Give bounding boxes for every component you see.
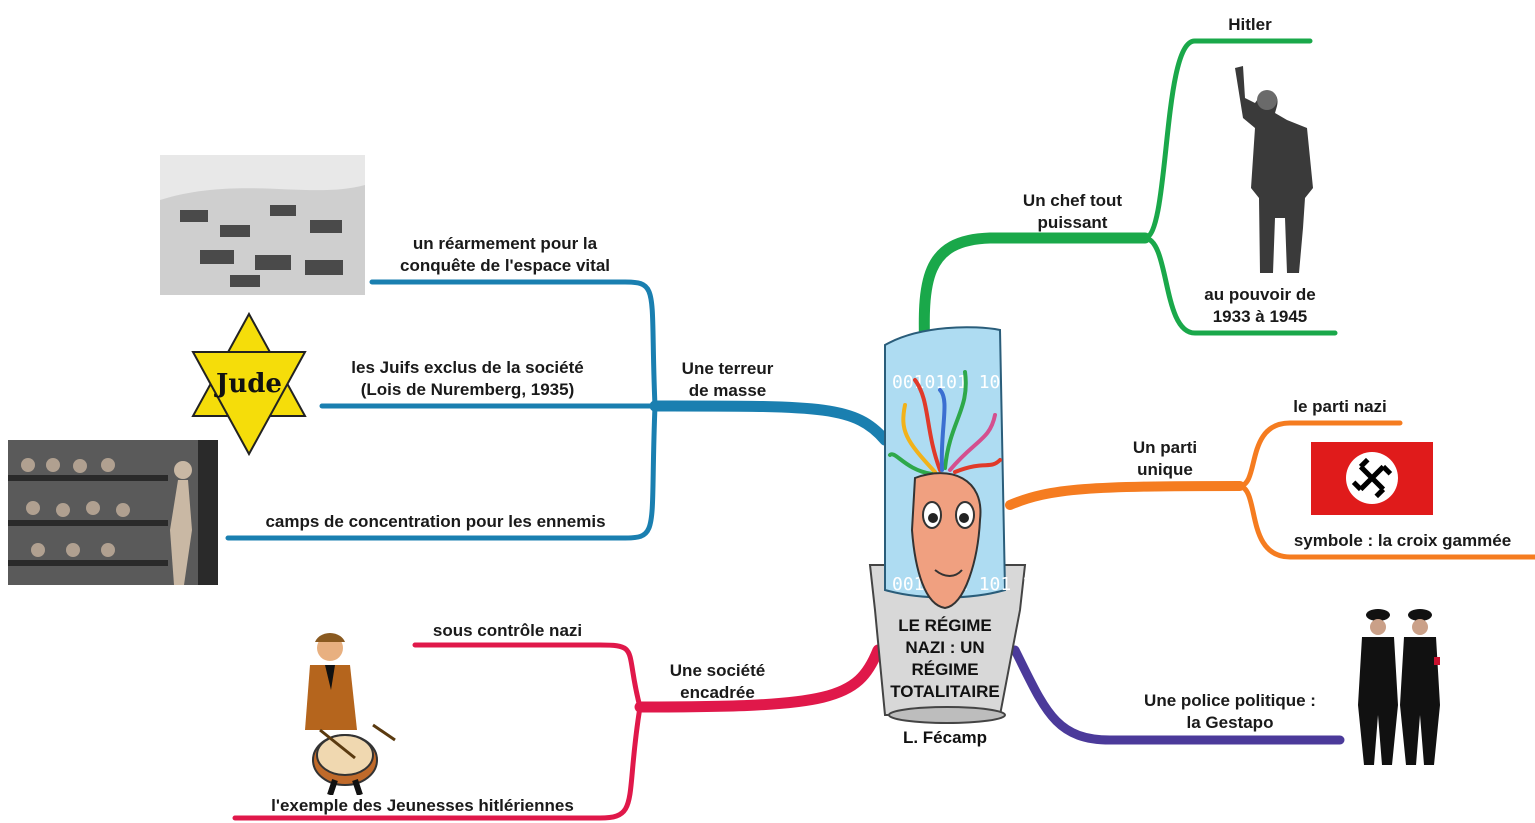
- binary-text-2: 0010101 101 1000: [892, 574, 1065, 595]
- branch-terreur-main: [649, 400, 891, 446]
- pouvoir-label-line: au pouvoir de: [1204, 285, 1316, 304]
- branch-chef-sub2: [1142, 235, 1338, 336]
- concentration-camp-photo-image: [8, 440, 218, 585]
- camps-label: camps de concentration pour les ennemis: [265, 512, 606, 531]
- central-title-line: LE RÉGIME: [898, 616, 992, 635]
- societe-label: Une société encadrée: [650, 660, 785, 704]
- societe-label-line: encadrée: [680, 683, 755, 702]
- binary-text-1: 0010101 101 1000: [892, 372, 1065, 393]
- jude-star-text: Jude: [214, 369, 282, 399]
- jude-star-image: Jude: [183, 310, 315, 458]
- hitler-youth-drummer-image: [305, 633, 396, 795]
- croix-label: symbole : la croix gammée: [1293, 531, 1512, 550]
- branch-societe-sub2: [232, 704, 643, 821]
- branch-societe-main: [634, 644, 884, 713]
- gestapo-officers-image: [1358, 609, 1440, 765]
- parti-label: Un parti unique: [1115, 437, 1215, 481]
- police-label-line: Une police politique :: [1144, 691, 1316, 710]
- tanks-photo-image: [160, 155, 365, 295]
- branch-terreur-sub3: [225, 403, 658, 541]
- juifs-label-line: les Juifs exclus de la société: [351, 358, 584, 377]
- societe-label-line: Une société: [669, 661, 766, 680]
- author-credit: L. Fécamp: [902, 728, 988, 747]
- chef-label-line: Un chef tout: [1022, 191, 1123, 210]
- pouvoir-label: au pouvoir de 1933 à 1945: [1180, 284, 1340, 328]
- central-title-line: NAZI : UN: [905, 638, 985, 657]
- central-title: LE RÉGIME NAZI : UN RÉGIME TOTALITAIRE: [878, 615, 1012, 703]
- rearmement-label-line: un réarmement pour la: [412, 234, 598, 253]
- chef-label-line: puissant: [1037, 213, 1108, 232]
- juifs-label-line: (Lois de Nuremberg, 1935): [360, 380, 575, 399]
- branch-parti-sub1: [1237, 420, 1403, 489]
- parti-nazi-label: le parti nazi: [1293, 397, 1387, 416]
- parti-label-line: unique: [1137, 460, 1193, 479]
- chef-label: Un chef tout puissant: [1000, 190, 1145, 234]
- hitler-label: Hitler: [1228, 15, 1272, 34]
- branch-terreur-sub1: [369, 279, 658, 409]
- hitler-figure-image: [1215, 58, 1325, 278]
- branch-parti-main: [1005, 481, 1245, 510]
- rearmement-label-line: conquête de l'espace vital: [399, 256, 610, 275]
- central-illustration: 0010101 101 1000 0010101 101 1000: [868, 326, 1065, 724]
- juifs-label: les Juifs exclus de la société (Lois de …: [325, 357, 610, 401]
- central-title-line: TOTALITAIRE: [890, 682, 1000, 701]
- nazi-flag-image: [1311, 442, 1433, 515]
- jeunesses-label: l'exemple des Jeunesses hitlériennes: [271, 796, 574, 815]
- pouvoir-label-line: 1933 à 1945: [1212, 307, 1308, 326]
- branch-chef-main: [918, 232, 1151, 361]
- branch-chef-sub1: [1142, 38, 1313, 241]
- branch-parti-sub2: [1237, 483, 1535, 560]
- branch-police: [1010, 645, 1345, 745]
- central-title-line: RÉGIME: [911, 660, 979, 679]
- terreur-label: Une terreur de masse: [660, 358, 795, 402]
- terreur-label-line: Une terreur: [681, 359, 774, 378]
- rearmement-label: un réarmement pour la conquête de l'espa…: [370, 233, 640, 277]
- police-label: Une police politique : la Gestapo: [1115, 690, 1345, 734]
- controle-label: sous contrôle nazi: [432, 621, 583, 640]
- police-label-line: la Gestapo: [1186, 713, 1274, 732]
- parti-label-line: Un parti: [1132, 438, 1198, 457]
- branch-societe-sub1: [412, 642, 643, 710]
- terreur-label-line: de masse: [688, 381, 767, 400]
